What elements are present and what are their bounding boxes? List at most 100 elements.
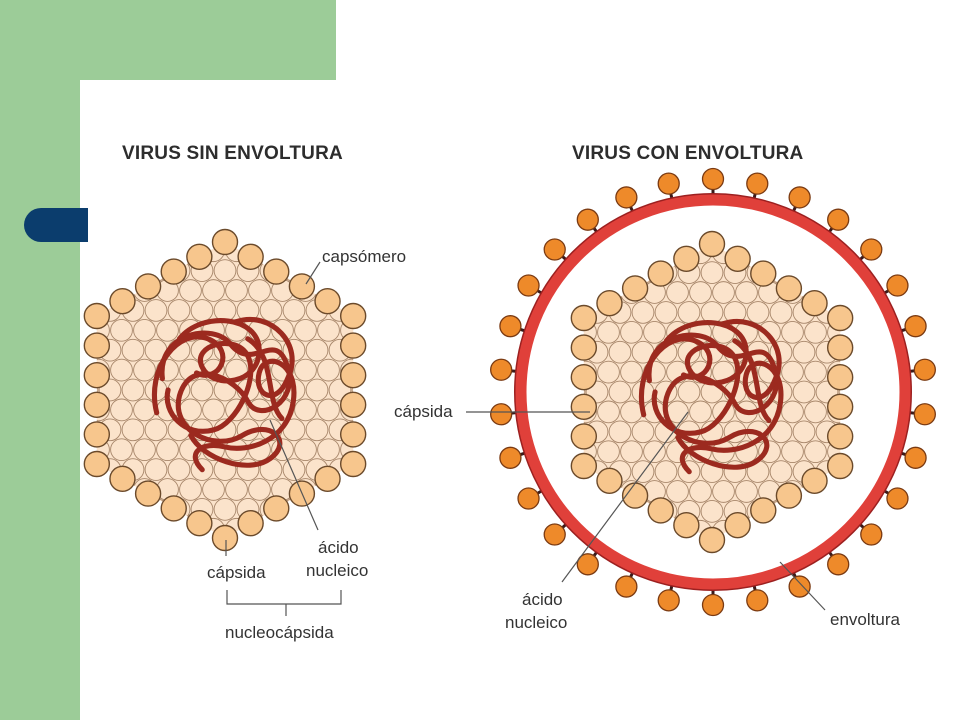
left-inner-capsomere (168, 618, 190, 640)
left-inner-capsomere (479, 160, 501, 182)
left-inner-capsomere (110, 517, 133, 538)
right-inner-capsomere (586, 182, 608, 204)
right-inner-capsomere (908, 620, 930, 642)
left-inner-capsomere (53, 339, 75, 361)
right-inner-capsomere (425, 620, 447, 642)
left-inner-capsomere (88, 558, 110, 580)
left-inner-capsomere (110, 398, 133, 422)
right-inner-capsomere (425, 222, 447, 244)
glycoprotein-spike (517, 487, 540, 510)
right-inner-capsomere (920, 282, 942, 304)
left-inner-capsomere (237, 180, 259, 202)
left-inner-capsomere (96, 259, 99, 282)
left-inner-capsomere (467, 538, 489, 560)
left-inner-capsomere (53, 578, 75, 600)
left-inner-capsomere (133, 358, 156, 382)
left-inner-capsomere (248, 279, 271, 302)
left-inner-capsomere (490, 538, 512, 560)
left-inner-capsomere (490, 339, 512, 361)
left-inner-capsomere (99, 618, 121, 640)
right-inner-capsomere (460, 242, 482, 264)
right-inner-capsomere (954, 580, 960, 602)
right-inner-capsomere (943, 282, 960, 304)
right-inner-capsomere (908, 182, 930, 204)
left-inner-capsomere (456, 160, 478, 182)
left-inner-capsomere (226, 598, 248, 620)
right-inner-capsomere (828, 162, 850, 184)
left-inner-capsomere (340, 478, 354, 501)
left-inner-capsomere (364, 200, 386, 222)
glycoprotein-spike (886, 487, 909, 510)
left-inner-capsomere (317, 318, 340, 342)
right-inner-capsomere (943, 600, 960, 622)
left-inner-capsomere (110, 318, 133, 342)
leader-envoltura (779, 561, 826, 611)
right-inner-capsomere (781, 440, 804, 464)
capsomere (237, 243, 264, 270)
left-inner-capsomere (282, 242, 306, 243)
left-inner-capsomere (0, 300, 6, 322)
left-inner-capsomere (236, 242, 260, 243)
left-inner-capsomere (96, 242, 110, 263)
left-inner-capsomere (19, 319, 41, 341)
left-inner-capsomere (421, 339, 443, 361)
left-inner-capsomere (145, 578, 167, 600)
right-inner-capsomere (700, 500, 724, 523)
left-inner-capsomere (53, 260, 75, 282)
left-inner-capsomere (398, 300, 420, 322)
right-inner-capsomere (437, 600, 459, 622)
right-inner-capsomere (471, 222, 493, 244)
right-capsomeres (570, 230, 854, 554)
left-inner-capsomere (502, 240, 524, 262)
right-inner-capsomere (943, 520, 960, 542)
left-inner-capsomere (294, 438, 317, 462)
left-inner-capsomere (191, 618, 213, 640)
glycoprotein-spike (886, 274, 909, 297)
left-inner-capsomere (42, 280, 64, 302)
left-inner-capsomere (110, 242, 133, 263)
label-capsida-right: cápsida (394, 402, 453, 421)
left-inner-capsomere (7, 618, 29, 640)
left-inner-capsomere (167, 458, 191, 481)
right-inner-capsomere (529, 162, 551, 184)
capsomere (801, 467, 828, 494)
right-inner-capsomere (552, 162, 574, 184)
right-inner-capsomere (460, 481, 482, 503)
right-inner-capsomere (494, 500, 516, 522)
left-inner-capsomere (53, 498, 75, 520)
right-inner-capsomere (804, 440, 827, 464)
left-inner-capsomere (479, 518, 501, 540)
right-inner-capsomere (597, 400, 620, 424)
left-inner-capsomere (340, 279, 354, 302)
right-inner-capsomere (862, 142, 884, 164)
right-inner-capsomere (608, 340, 632, 364)
glycoprotein-spike (913, 403, 936, 426)
left-inner-capsomere (19, 160, 41, 182)
left-inner-capsomere (19, 518, 41, 540)
left-inner-capsomere (444, 618, 466, 640)
left-inner-capsomere (156, 517, 179, 538)
capsomere (724, 512, 751, 539)
left-inner-capsomere (259, 299, 283, 322)
right-inner-capsomere (471, 461, 493, 483)
right-inner-capsomere (425, 341, 447, 363)
left-inner-capsomere (53, 300, 75, 322)
left-inner-capsomere (30, 220, 52, 242)
right-inner-capsomere (804, 360, 827, 384)
right-inner-capsomere (586, 580, 608, 602)
capsomere (186, 243, 213, 270)
capsomere (698, 526, 726, 554)
leader-capsomero (305, 261, 321, 285)
left-inner-capsomere (0, 558, 17, 580)
left-inner-capsomere (352, 140, 374, 162)
right-inner-capsomere (448, 222, 470, 244)
left-inner-capsomere (387, 518, 409, 540)
left-inner-capsomere (202, 279, 225, 302)
right-inner-capsomere (769, 460, 793, 483)
left-inner-capsomere (180, 598, 202, 620)
right-inner-capsomere (598, 600, 620, 622)
capsomere (314, 465, 341, 492)
left-inner-capsomere (190, 242, 214, 243)
left-inner-capsomere (444, 459, 466, 481)
left-inner-capsomere (456, 359, 478, 381)
